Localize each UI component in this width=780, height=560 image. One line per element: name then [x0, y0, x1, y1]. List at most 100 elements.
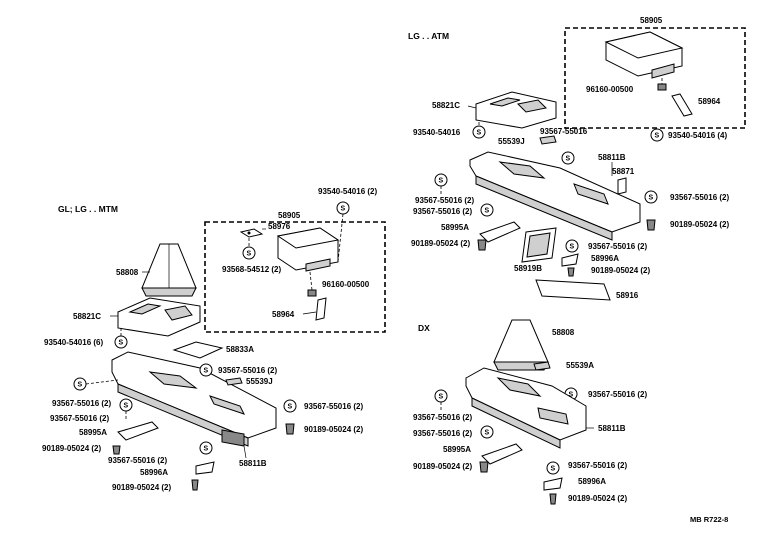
shift-boot-58808-part — [141, 243, 197, 297]
label-93567-b-dx: 93567-55016 (2) — [413, 429, 472, 438]
label-58964-left: 58964 — [272, 310, 295, 319]
plate-58833a-part — [172, 341, 224, 359]
svg-text:S: S — [119, 340, 124, 347]
screw-symbol-icon: S — [283, 399, 297, 413]
svg-text:S: S — [485, 430, 490, 437]
figure-code-caption: MB R722-8 — [690, 515, 728, 524]
screw-symbol-icon: S — [480, 425, 494, 439]
clip-58976-part — [239, 228, 264, 238]
bolt-90189-a-dx-part — [479, 461, 489, 473]
label-93540-box-right: 93540-54016 (4) — [668, 131, 727, 140]
label-58995a-dx: 58995A — [443, 445, 471, 454]
label-93567-a-dx: 93567-55016 (2) — [413, 413, 472, 422]
label-58905-right: 58905 — [640, 16, 663, 25]
bracket-58996a-dx-part — [543, 477, 563, 491]
svg-text:S: S — [124, 403, 129, 410]
console-body-58811b-dx-part — [465, 367, 587, 449]
console-bezel-58821c-part — [117, 297, 201, 337]
bolt-90189-c-right-part — [646, 219, 656, 231]
svg-text:S: S — [288, 404, 293, 411]
clip-55539j-part — [225, 377, 243, 386]
bolt-90189-b-dx-part — [549, 493, 557, 505]
screw-symbol-icon: S — [434, 173, 448, 187]
screw-symbol-icon: S — [434, 389, 448, 403]
screw-symbol-icon: S — [199, 363, 213, 377]
label-90189-a-left: 90189-05024 (2) — [42, 444, 101, 453]
label-90189-b-right: 90189-05024 (2) — [591, 266, 650, 275]
screw-symbol-icon: S — [73, 377, 87, 391]
label-58833a: 58833A — [226, 345, 254, 354]
label-58919b: 58919B — [514, 264, 542, 273]
screw-symbol-icon: S — [199, 441, 213, 455]
console-body-58811b-right-part — [469, 151, 641, 241]
svg-text:S: S — [341, 206, 346, 213]
label-93567-e-left: 93567-55016 (2) — [304, 402, 363, 411]
clip-55539j-right-part — [539, 135, 557, 145]
label-55539j-left: 55539J — [246, 377, 273, 386]
label-58995a-left: 58995A — [79, 428, 107, 437]
console-bezel-58821c-right-part — [475, 91, 557, 129]
label-90189-b-left: 90189-05024 (2) — [112, 483, 171, 492]
label-90189-c-right: 90189-05024 (2) — [670, 220, 729, 229]
label-90189-a-dx: 90189-05024 (2) — [413, 462, 472, 471]
bracket-58995a-left-part — [117, 421, 159, 441]
section-title-dx: DX — [418, 323, 430, 333]
screw-symbol-icon: S — [472, 125, 486, 139]
shift-lever-58871-part — [617, 177, 627, 195]
label-93567-c-dx: 93567-55016 (2) — [568, 461, 627, 470]
bracket-58995a-right-part — [479, 221, 521, 243]
label-58976: 58976 — [268, 222, 291, 231]
svg-text:S: S — [78, 382, 83, 389]
screw-symbol-icon: S — [650, 128, 664, 142]
label-58808-dx: 58808 — [552, 328, 575, 337]
bolt-90189-bottom-part — [191, 479, 199, 491]
section-title-lg-atm: LG . . ATM — [408, 31, 449, 41]
label-58811b-dx: 58811B — [598, 424, 626, 433]
svg-text:S: S — [551, 466, 556, 473]
svg-text:S: S — [569, 392, 574, 399]
label-90189-a-right: 90189-05024 (2) — [411, 239, 470, 248]
label-58996a-right: 58996A — [591, 254, 619, 263]
svg-text:S: S — [204, 368, 209, 375]
label-93567-c-left: 93567-55016 (2) — [50, 414, 109, 423]
label-90189-b-dx: 90189-05024 (2) — [568, 494, 627, 503]
section-dx: DX 58808 55539A S 93567-55016 (2) 58811B… — [413, 319, 647, 505]
screw-symbol-icon: S — [546, 461, 560, 475]
svg-text:S: S — [439, 178, 444, 185]
screw-symbol-icon: S — [561, 151, 575, 165]
label-93567-c-right: 93567-55016 (2) — [588, 242, 647, 251]
label-58811b-left: 58811B — [239, 459, 267, 468]
svg-text:S: S — [485, 208, 490, 215]
label-93567-top-right: 93567-55016 — [540, 127, 588, 136]
hinge-58964-part — [315, 297, 327, 321]
label-93540-right: 93540-54016 — [413, 128, 461, 137]
bolt-90189-a-right-part — [477, 239, 487, 251]
console-body-58811b-left-part — [111, 351, 277, 447]
armrest-lid-right-part — [604, 31, 684, 79]
label-93567-b-left: 93567-55016 (2) — [52, 399, 111, 408]
label-58905-left: 58905 — [278, 211, 301, 220]
svg-text:S: S — [570, 244, 575, 251]
bolt-90189-b-right-part — [567, 267, 575, 277]
assembly-box-58905-left — [204, 221, 386, 333]
section-title-gl-lg-mtm: GL; LG . . MTM — [58, 204, 118, 214]
screw-96160-part — [307, 289, 317, 297]
label-58996a-left: 58996A — [140, 468, 168, 477]
clip-55539a-part — [533, 361, 551, 371]
label-93568: 93568-54512 (2) — [222, 265, 281, 274]
bracket-58996a-right-part — [561, 253, 579, 267]
mat-58916-part — [535, 279, 611, 301]
screw-symbol-icon: S — [336, 201, 350, 215]
screw-symbol-icon: S — [242, 246, 256, 260]
label-93567-d-right: 93567-55016 (2) — [670, 193, 729, 202]
screw-symbol-icon: S — [644, 190, 658, 204]
hinge-58964-right-part — [671, 93, 693, 117]
label-93540-top: 93540-54016 (2) — [318, 187, 377, 196]
label-93567-top-dx: 93567-55016 (2) — [588, 390, 647, 399]
bolt-90189-right-part — [285, 423, 295, 435]
label-55539j-right: 55539J — [498, 137, 525, 146]
label-58964-right: 58964 — [698, 97, 721, 106]
svg-text:S: S — [566, 156, 571, 163]
screw-symbol-icon: S — [114, 335, 128, 349]
